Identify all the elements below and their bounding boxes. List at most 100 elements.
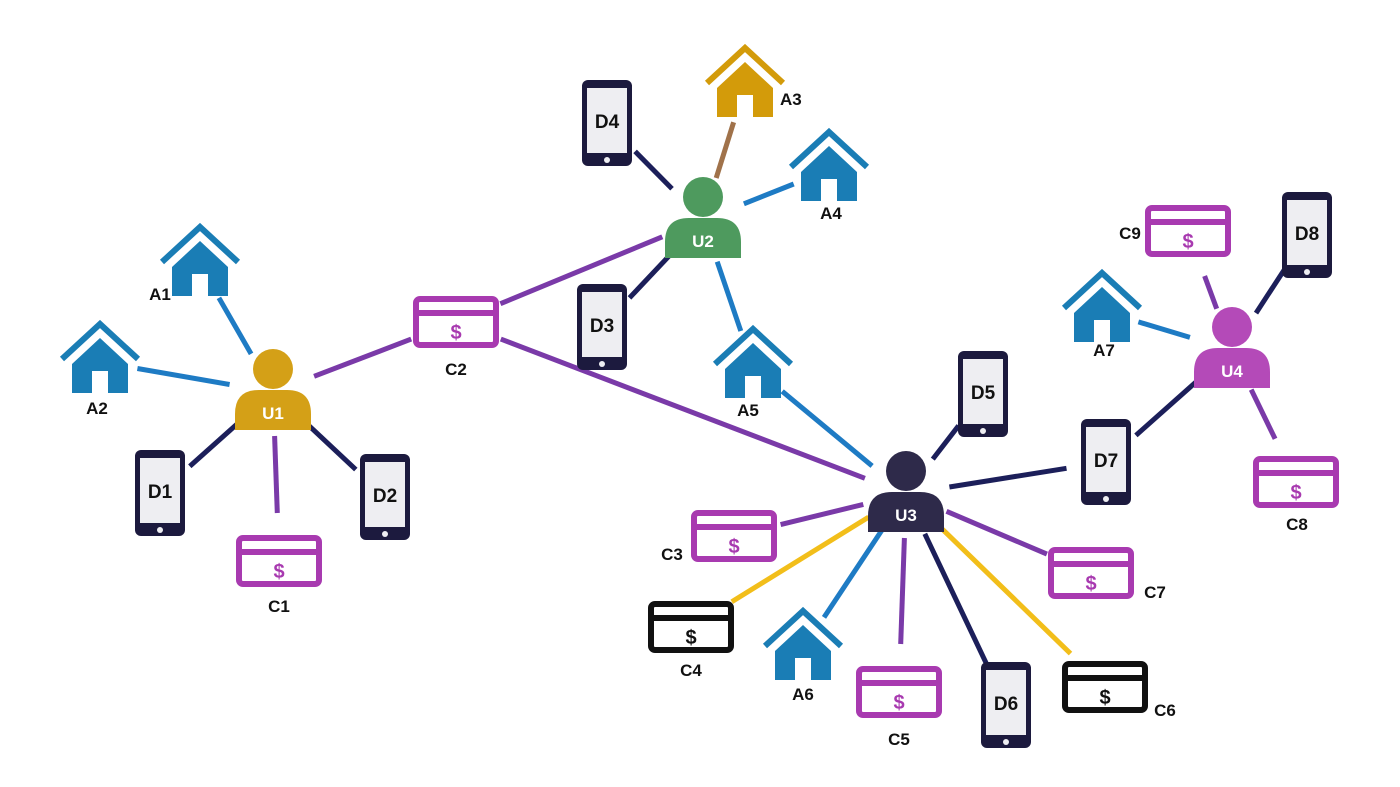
card-label: C4 (680, 661, 702, 680)
phone-screen (140, 458, 180, 523)
phone-screen (1287, 200, 1327, 265)
device-node-d3[interactable]: D3 (577, 284, 627, 370)
card-label: C7 (1144, 583, 1166, 602)
card-node-c4[interactable]: $ C4 (648, 601, 734, 680)
house-roof-icon (1061, 268, 1143, 311)
house-roof-icon (159, 222, 241, 265)
house-roof-icon (712, 324, 794, 367)
dollar-icon: $ (685, 627, 696, 649)
edge-u3-c2 (499, 336, 866, 481)
device-node-d6[interactable]: D6 (981, 662, 1031, 748)
address-node-a1[interactable]: A1 (149, 222, 241, 304)
address-node-a4[interactable]: A4 (788, 127, 870, 223)
phone-button-icon (157, 527, 163, 533)
user-node-u2[interactable]: U2 (665, 177, 741, 258)
user-head-icon (683, 177, 723, 217)
house-roof-icon (59, 319, 141, 362)
card-node-c6[interactable]: $ C6 (1062, 661, 1176, 720)
device-label: D7 (1094, 451, 1118, 472)
user-body-icon (665, 218, 741, 258)
address-label: A4 (820, 204, 842, 223)
device-label: D8 (1295, 224, 1319, 245)
card-label: C6 (1154, 701, 1176, 720)
edge-u1-a1 (216, 296, 254, 356)
card-stripe (651, 615, 731, 621)
device-node-d1[interactable]: D1 (135, 450, 185, 536)
phone-screen (365, 462, 405, 527)
phone-button-icon (1003, 739, 1009, 745)
edge-u2-a4 (742, 181, 795, 207)
edge-u1-d2 (303, 420, 358, 472)
card-label: C2 (445, 360, 467, 379)
edge-u4-d8 (1253, 267, 1288, 315)
edge-u1-d1 (188, 419, 242, 469)
address-node-a3[interactable]: A3 (704, 43, 802, 117)
device-node-d4[interactable]: D4 (582, 80, 632, 166)
user-body-icon (868, 492, 944, 532)
dollar-icon: $ (1290, 482, 1301, 504)
house-icon (72, 338, 128, 393)
edge-u2-d4 (633, 149, 674, 191)
edge-u4-a7 (1137, 319, 1191, 340)
dollar-icon: $ (1099, 687, 1110, 709)
edge-u2-a5 (714, 260, 744, 332)
device-label: D6 (994, 694, 1018, 715)
card-stripe (1051, 561, 1131, 567)
edge-u1-c2 (313, 336, 413, 379)
card-node-c2[interactable]: $ C2 (413, 296, 499, 379)
edge-u3-c6 (935, 522, 1073, 656)
card-stripe (416, 310, 496, 316)
device-node-d2[interactable]: D2 (360, 454, 410, 540)
user-node-u1[interactable]: U1 (235, 349, 311, 430)
card-label: C1 (268, 597, 290, 616)
phone-button-icon (1304, 269, 1310, 275)
address-node-a2[interactable]: A2 (59, 319, 141, 418)
card-node-c9[interactable]: $C9 (1119, 205, 1231, 257)
dollar-icon: $ (1085, 573, 1096, 595)
card-stripe (694, 524, 774, 530)
edge-u3-c7 (945, 509, 1048, 557)
edge-u3-d7 (949, 465, 1067, 490)
phone-button-icon (1103, 496, 1109, 502)
card-node-c3[interactable]: $C3 (661, 510, 777, 564)
house-roof-icon (704, 43, 786, 86)
card-stripe (1256, 470, 1336, 476)
user-node-u4[interactable]: U4 (1194, 307, 1270, 388)
edge-u3-a6 (821, 529, 884, 619)
card-label: C8 (1286, 515, 1308, 534)
phone-screen (587, 88, 627, 153)
dollar-icon: $ (273, 561, 284, 583)
address-label: A1 (149, 285, 171, 304)
edge-u3-d5 (930, 424, 961, 461)
card-node-c7[interactable]: $ C7 (1048, 547, 1166, 602)
address-label: A3 (780, 90, 802, 109)
edge-u3-d6 (922, 532, 992, 670)
edge-u4-d7 (1134, 377, 1201, 438)
user-body-icon (235, 390, 311, 430)
device-node-d7[interactable]: D7 (1081, 419, 1131, 505)
house-icon (717, 62, 773, 117)
user-node-u3[interactable]: U3 (868, 451, 944, 532)
address-node-a7[interactable]: A7 (1061, 268, 1143, 360)
address-node-a5[interactable]: A5 (712, 324, 794, 420)
address-label: A7 (1093, 341, 1115, 360)
card-node-c5[interactable]: $C5 (856, 666, 942, 749)
address-node-a6[interactable]: A6 (762, 606, 844, 704)
dollar-icon: $ (728, 536, 739, 558)
card-stripe (1065, 675, 1145, 681)
phone-button-icon (604, 157, 610, 163)
user-head-icon (886, 451, 926, 491)
device-node-d5[interactable]: D5 (958, 351, 1008, 437)
edge-u2-c2 (499, 234, 664, 307)
house-icon (172, 241, 228, 296)
edge-u1-a2 (136, 366, 231, 387)
dollar-icon: $ (893, 692, 904, 714)
edge-u4-c9 (1202, 275, 1220, 310)
dollar-icon: $ (450, 322, 461, 344)
card-node-c1[interactable]: $ C1 (236, 535, 322, 616)
user-label: U4 (1221, 362, 1243, 381)
edge-u3-a5 (780, 389, 874, 468)
card-node-c8[interactable]: $ C8 (1253, 456, 1339, 534)
edge-u3-c5 (898, 537, 907, 645)
device-node-d8[interactable]: D8 (1282, 192, 1332, 278)
